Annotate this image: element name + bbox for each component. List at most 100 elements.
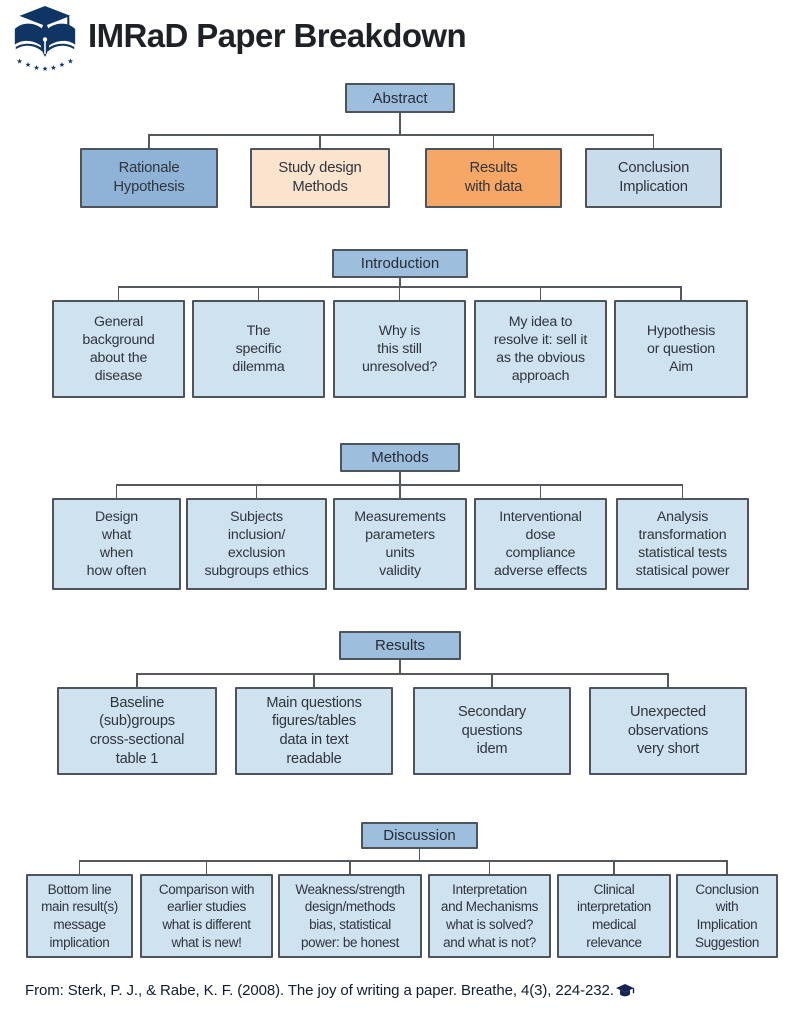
- connector-line: [136, 673, 669, 675]
- connector-line: [726, 861, 728, 876]
- box-label: Measurements parameters units validity: [354, 508, 446, 580]
- box-subjects: Subjects inclusion/ exclusion subgroups …: [186, 498, 327, 590]
- box-secondary-questions: Secondary questions idem: [413, 687, 571, 775]
- box-interventional: Interventional dose compliance adverse e…: [474, 498, 607, 590]
- connector-line: [148, 135, 150, 150]
- box-label: My idea to resolve it: sell it as the ob…: [493, 313, 588, 385]
- box-why-unresolved: Why is this still unresolved?: [333, 300, 466, 398]
- svg-text:★: ★: [42, 64, 48, 71]
- connector-line: [399, 278, 401, 287]
- box-baseline: Baseline (sub)groups cross-sectional tab…: [57, 687, 217, 775]
- box-label: Results with data: [464, 160, 523, 195]
- box-label: Bottom line main result(s) message impli…: [41, 881, 118, 950]
- box-design: Design what when how often: [52, 498, 181, 590]
- box-label: Conclusion with Implication Suggestion: [694, 881, 760, 950]
- connector-line: [652, 135, 655, 150]
- box-label: Rationale Hypothesis: [113, 160, 185, 195]
- connector-line: [492, 135, 495, 150]
- box-label: Design what when how often: [86, 508, 147, 580]
- box-label: Secondary questions idem: [458, 703, 526, 758]
- box-label: Interpretation and Mechanisms what is so…: [440, 881, 539, 950]
- page-title: IMRaD Paper Breakdown: [88, 17, 467, 54]
- svg-text:★: ★: [25, 60, 31, 69]
- connector-line: [667, 674, 669, 689]
- box-specific-dilemma: The specific dilemma: [192, 300, 325, 398]
- box-bottom-line: Bottom line main result(s) message impli…: [26, 874, 133, 958]
- introduction-header-label: Introduction: [360, 255, 440, 272]
- box-label: Unexpected observations very short: [627, 703, 709, 758]
- box-label: Analysis transformation statistical test…: [635, 508, 730, 580]
- svg-text:★: ★: [16, 56, 22, 65]
- box-label: Comparison with earlier studies what is …: [158, 881, 255, 950]
- introduction-header-box: Introduction: [332, 249, 468, 278]
- svg-text:★: ★: [33, 63, 39, 71]
- connector-line: [681, 485, 684, 500]
- citation-text: From: Sterk, P. J., & Rabe, K. F. (2008)…: [25, 982, 614, 999]
- connector-line: [78, 861, 81, 876]
- connector-line: [488, 861, 491, 876]
- box-label: Conclusion Implication: [617, 160, 690, 195]
- box-comparison: Comparison with earlier studies what is …: [140, 874, 273, 958]
- box-label: Interventional dose compliance adverse e…: [494, 508, 587, 580]
- connector-line: [255, 485, 258, 500]
- abstract-header-box: Abstract: [345, 83, 455, 113]
- graduation-cap-icon: [615, 984, 634, 997]
- connector-line: [613, 861, 615, 876]
- box-label: Main questions figures/tables data in te…: [266, 694, 362, 767]
- box-label: Weakness/strength design/methods bias, s…: [295, 881, 405, 950]
- discussion-header-label: Discussion: [383, 827, 456, 844]
- abstract-header-label: Abstract: [372, 89, 428, 107]
- connector-line: [148, 134, 655, 136]
- box-label: Clinical interpretation medical relevanc…: [577, 881, 651, 950]
- box-conclusion-suggestion: Conclusion with Implication Suggestion: [676, 874, 778, 958]
- box-main-questions: Main questions figures/tables data in te…: [235, 687, 393, 775]
- box-label: Subjects inclusion/ exclusion subgroups …: [204, 508, 309, 580]
- svg-text:★: ★: [59, 60, 65, 69]
- box-hypothesis-aim: Hypothesis or question Aim: [614, 300, 748, 398]
- connector-line: [539, 485, 542, 500]
- connector-line: [117, 287, 120, 302]
- box-measurements: Measurements parameters units validity: [333, 498, 467, 590]
- methods-header-box: Methods: [340, 443, 460, 472]
- box-results-with-data: Results with data: [425, 148, 562, 208]
- connector-line: [399, 485, 401, 500]
- svg-text:★: ★: [50, 63, 56, 71]
- discussion-header-box: Discussion: [361, 822, 478, 849]
- connector-line: [399, 113, 401, 135]
- connector-line: [319, 135, 321, 150]
- box-label: General background about the disease: [82, 313, 155, 385]
- svg-text:★: ★: [67, 56, 73, 65]
- connector-line: [78, 860, 728, 862]
- connector-line: [136, 674, 138, 689]
- box-label: Why is this still unresolved?: [361, 322, 438, 376]
- box-my-idea: My idea to resolve it: sell it as the ob…: [474, 300, 607, 398]
- citation: From: Sterk, P. J., & Rabe, K. F. (2008)…: [25, 982, 635, 999]
- box-clinical-interpretation: Clinical interpretation medical relevanc…: [557, 874, 671, 958]
- box-analysis: Analysis transformation statistical test…: [616, 498, 749, 590]
- box-weakness-strength: Weakness/strength design/methods bias, s…: [278, 874, 422, 958]
- box-study-design-methods: Study design Methods: [250, 148, 390, 208]
- results-header-label: Results: [374, 637, 426, 654]
- box-label: The specific dilemma: [232, 322, 285, 376]
- methods-header-label: Methods: [371, 449, 429, 466]
- box-rationale-hypothesis: Rationale Hypothesis: [80, 148, 218, 208]
- box-label: Study design Methods: [278, 160, 362, 195]
- results-header-box: Results: [339, 631, 461, 660]
- box-interpretation-mechanisms: Interpretation and Mechanisms what is so…: [428, 874, 551, 958]
- box-general-background: General background about the disease: [52, 300, 185, 398]
- box-label: Baseline (sub)groups cross-sectional tab…: [89, 694, 185, 767]
- box-unexpected-observations: Unexpected observations very short: [589, 687, 747, 775]
- connector-line: [680, 287, 682, 302]
- connector-line: [349, 861, 351, 876]
- connector-line: [205, 861, 208, 876]
- connector-line: [398, 287, 401, 302]
- connector-line: [491, 674, 493, 689]
- connector-line: [313, 674, 315, 689]
- box-conclusion-implication: Conclusion Implication: [585, 148, 722, 208]
- graduation-cap-book-pen-stars-logo-icon: ★ ★ ★ ★ ★ ★ ★: [14, 5, 76, 71]
- connector-line: [399, 472, 401, 485]
- connector-line: [418, 849, 421, 861]
- connector-line: [115, 485, 118, 500]
- connector-line: [399, 660, 401, 674]
- box-label: Hypothesis or question Aim: [646, 322, 716, 376]
